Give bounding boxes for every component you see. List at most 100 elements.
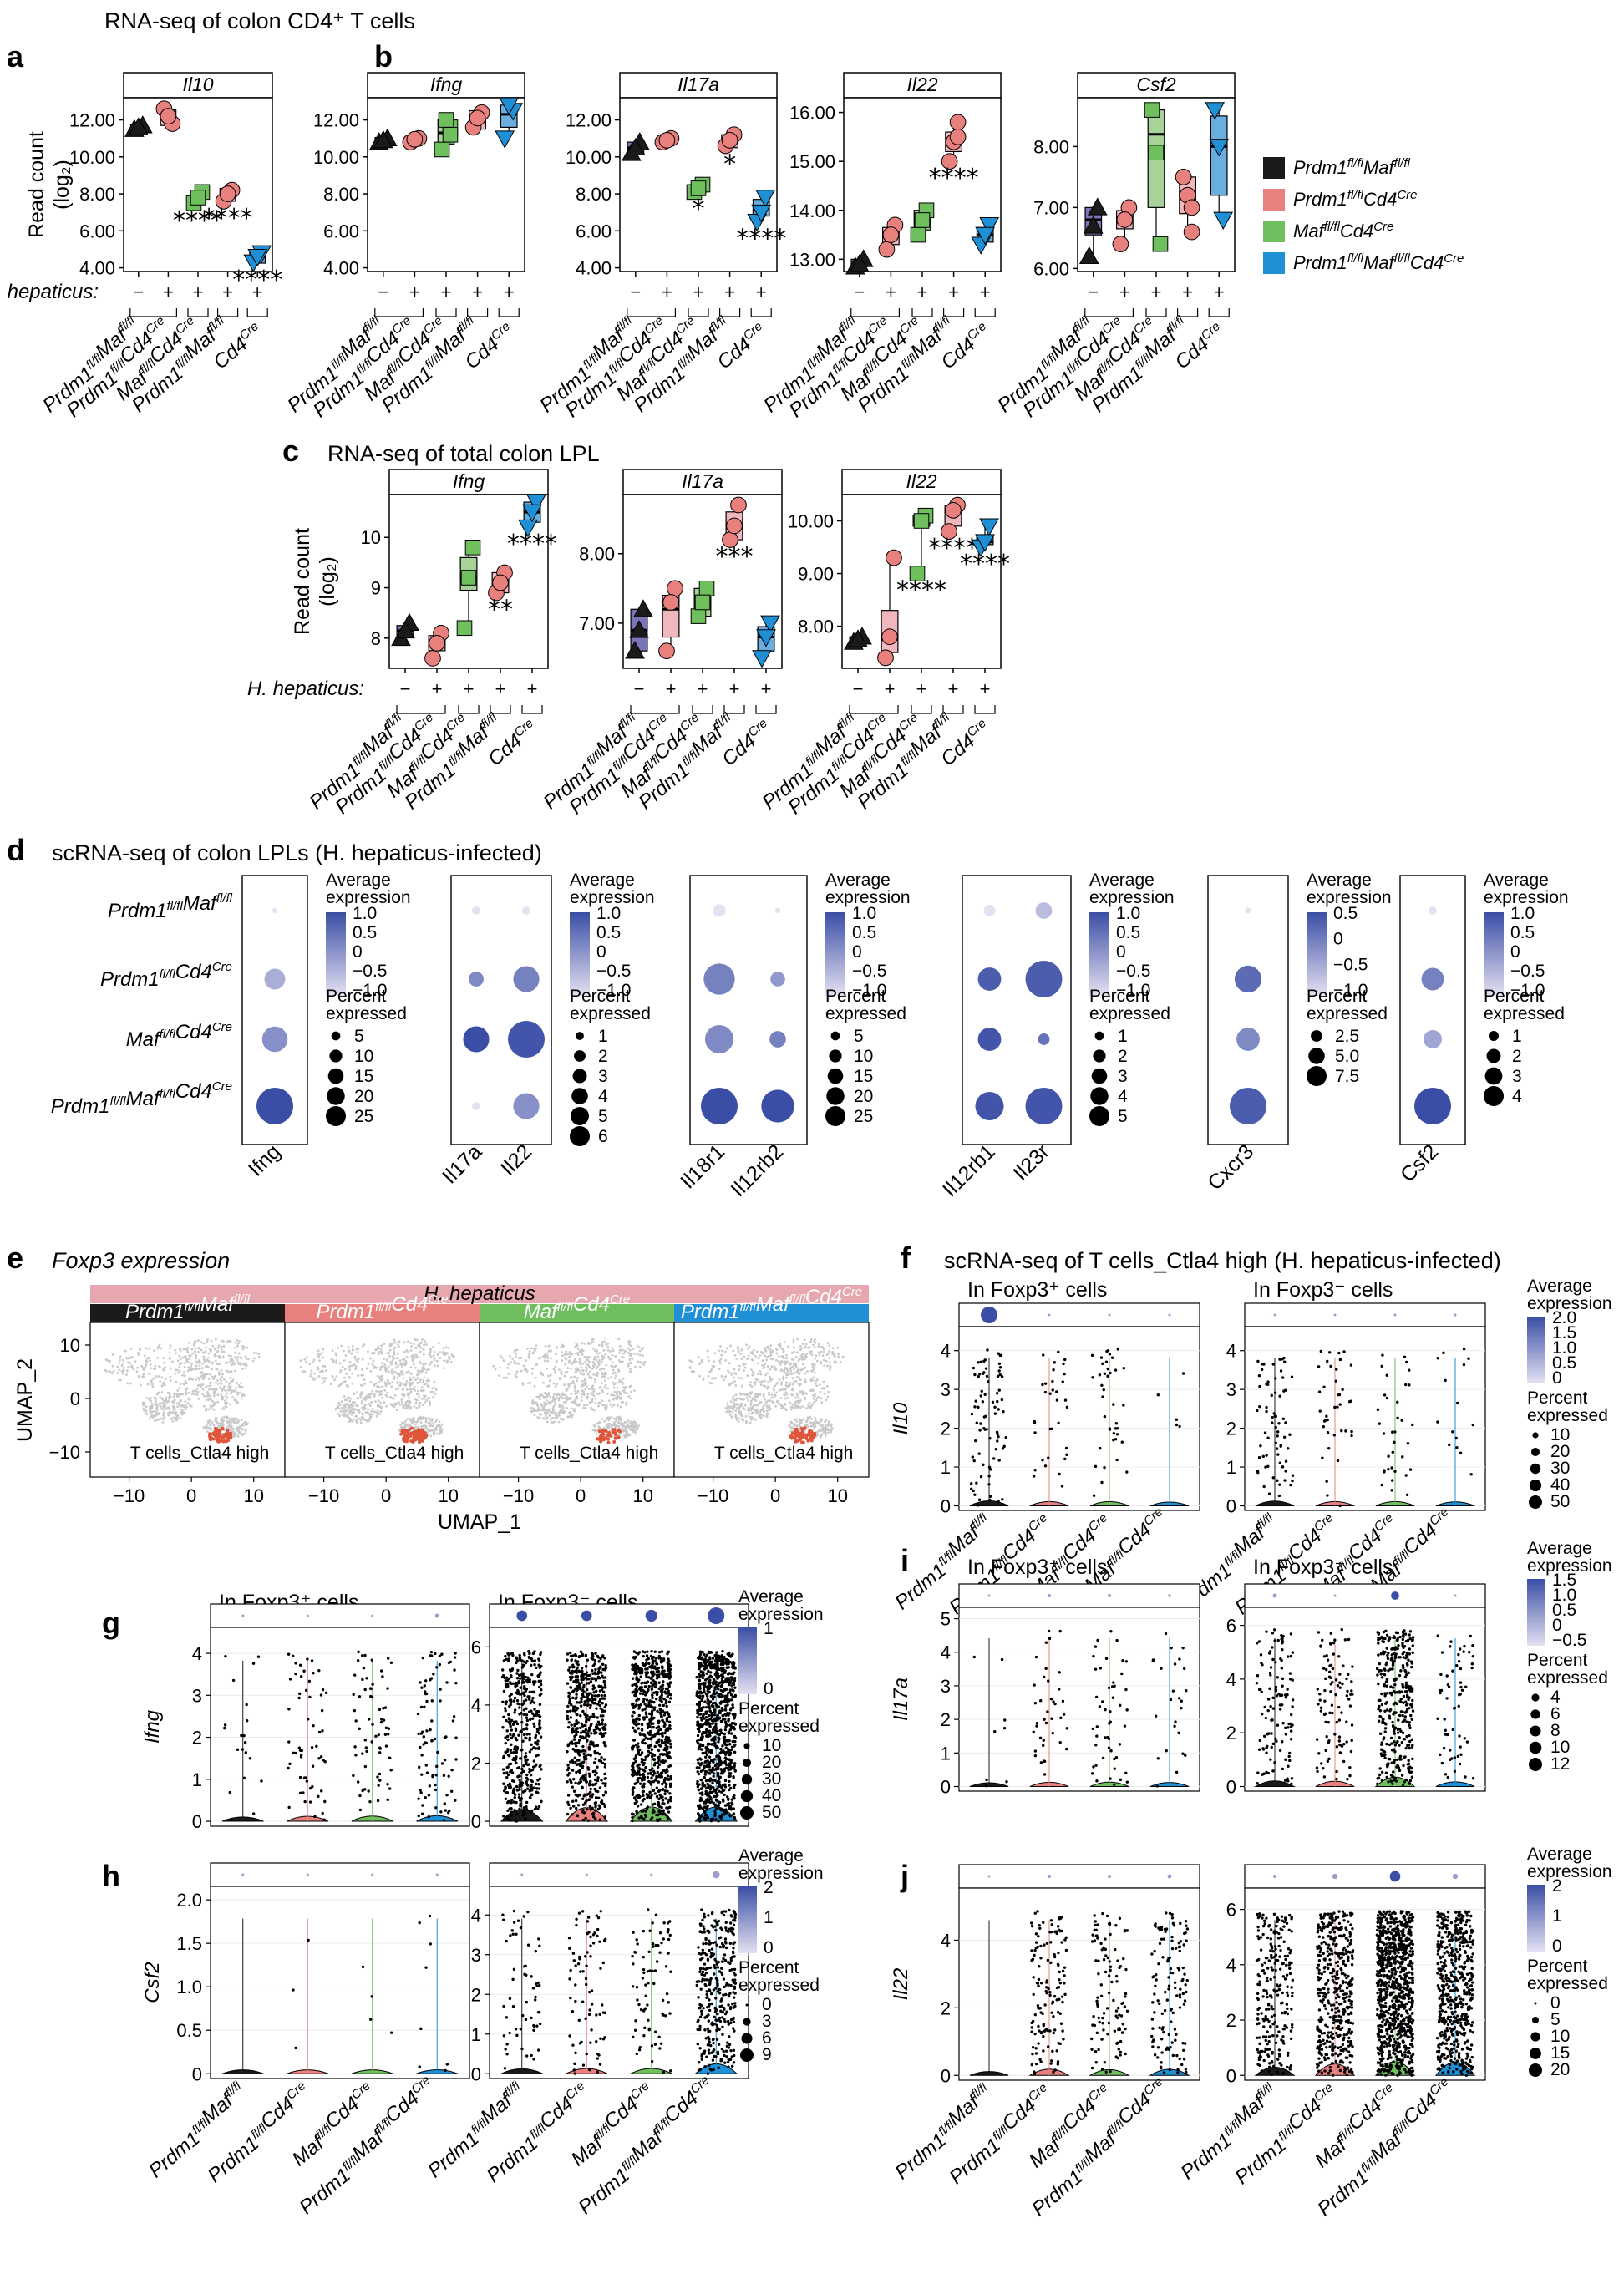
y-axis-unit: (log₂) xyxy=(316,556,339,607)
expression-dot xyxy=(264,968,286,990)
data-point xyxy=(526,494,546,513)
size-legend-label: 2 xyxy=(1118,1047,1128,1066)
umap-cell xyxy=(348,1349,351,1353)
umap-cell xyxy=(399,1424,402,1426)
y-tick-label: 10.00 xyxy=(788,511,834,532)
cell-point xyxy=(997,1362,1002,1366)
color-bar-tick: 0 xyxy=(353,942,363,962)
pct-expressed-title: Percent xyxy=(570,987,631,1006)
umap-cell xyxy=(188,1376,191,1379)
umap-cell xyxy=(598,1358,601,1362)
size-legend-dot xyxy=(571,1107,589,1125)
umap-cell xyxy=(726,1408,729,1411)
umap-cell xyxy=(426,1397,429,1400)
significance-label: **** xyxy=(736,224,786,253)
foxp3-cell xyxy=(403,1437,408,1441)
foxp3-cell xyxy=(216,1429,220,1434)
umap-cell xyxy=(202,1342,206,1345)
umap-cell xyxy=(158,1365,161,1368)
umap-cell xyxy=(752,1358,754,1362)
strip-box xyxy=(123,72,273,99)
umap-cell xyxy=(379,1410,383,1414)
umap-cell xyxy=(690,1360,693,1363)
y-axis-label: Read count xyxy=(25,131,48,238)
size-legend-label: 25 xyxy=(354,1107,373,1126)
umap-cell xyxy=(195,1353,197,1357)
umap-cell xyxy=(633,1429,637,1433)
cell-point xyxy=(354,1754,358,1757)
cell-point xyxy=(970,1482,973,1485)
umap-cell xyxy=(804,1396,807,1399)
expression-dot xyxy=(1038,1033,1050,1045)
umap-cell xyxy=(598,1427,601,1430)
umap-cell xyxy=(768,1391,771,1394)
size-legend-label: 10 xyxy=(854,1047,873,1066)
cell-point xyxy=(304,1688,308,1693)
umap-cell xyxy=(403,1363,407,1367)
genotype-bracket xyxy=(850,308,900,317)
cell-point xyxy=(1276,1453,1280,1456)
umap-cell xyxy=(375,1366,378,1369)
expression-dot xyxy=(1234,965,1262,993)
umap-cell xyxy=(125,1369,129,1373)
expression-dot xyxy=(701,1088,738,1124)
umap-cell xyxy=(377,1399,380,1403)
umap-cell xyxy=(535,1363,538,1367)
umap-cell xyxy=(829,1364,831,1368)
umap-cell xyxy=(129,1347,133,1350)
umap-cell xyxy=(763,1398,766,1401)
foxp3-cell xyxy=(598,1435,602,1439)
cell-point xyxy=(1436,1356,1439,1360)
umap-cell xyxy=(363,1343,366,1346)
umap-cell xyxy=(505,1377,509,1379)
umap-cell xyxy=(517,1356,520,1359)
umap-cell xyxy=(515,1353,517,1356)
umap-cell xyxy=(804,1391,806,1394)
umap-cell xyxy=(225,1380,228,1383)
umap-cell xyxy=(796,1405,799,1409)
infection-sign: + xyxy=(886,282,896,302)
cell-point xyxy=(1471,1423,1475,1427)
umap-cell xyxy=(155,1402,157,1405)
umap-cell xyxy=(536,1395,540,1398)
umap-cell xyxy=(724,1407,728,1409)
umap-cell xyxy=(165,1378,167,1381)
y-tick-label: 2 xyxy=(192,1728,202,1749)
umap-cell xyxy=(718,1349,721,1353)
genotype-bracket xyxy=(1208,308,1230,317)
color-bar-tick: 0.5 xyxy=(1510,923,1535,942)
umap-cell xyxy=(820,1434,823,1437)
size-legend-dot xyxy=(1489,1031,1499,1041)
cell-point xyxy=(977,1498,982,1501)
umap-cell xyxy=(566,1406,568,1409)
size-legend-label: 4 xyxy=(1512,1087,1522,1106)
significance-label: **** xyxy=(507,530,557,559)
infection-sign: + xyxy=(163,282,174,302)
umap-cell xyxy=(222,1419,226,1423)
data-point xyxy=(1078,246,1099,265)
umap-cell xyxy=(330,1358,333,1361)
umap-cell xyxy=(780,1368,784,1372)
foxp3-cell xyxy=(809,1429,814,1434)
cell-point xyxy=(1175,1418,1179,1421)
cell-point xyxy=(1385,1373,1388,1377)
panel-letter-j: j xyxy=(900,1859,909,1893)
cell-point xyxy=(245,1719,249,1723)
umap-cell xyxy=(379,1368,382,1371)
cell-point xyxy=(367,1718,371,1721)
umap-cell xyxy=(592,1347,596,1350)
umap-cell xyxy=(343,1349,346,1353)
umap-cell xyxy=(563,1374,566,1378)
umap-cell xyxy=(588,1376,591,1379)
umap-cell xyxy=(533,1384,536,1388)
umap-cell xyxy=(120,1364,124,1367)
cell-point xyxy=(251,1812,256,1815)
cell-point xyxy=(1408,1368,1411,1372)
umap-cell xyxy=(595,1373,597,1377)
umap-cell xyxy=(738,1411,740,1414)
umap-cell xyxy=(592,1394,596,1398)
cell-point xyxy=(364,1746,368,1749)
cell-point xyxy=(969,1487,973,1491)
umap-cell xyxy=(789,1405,793,1409)
umap-cell xyxy=(617,1368,620,1372)
